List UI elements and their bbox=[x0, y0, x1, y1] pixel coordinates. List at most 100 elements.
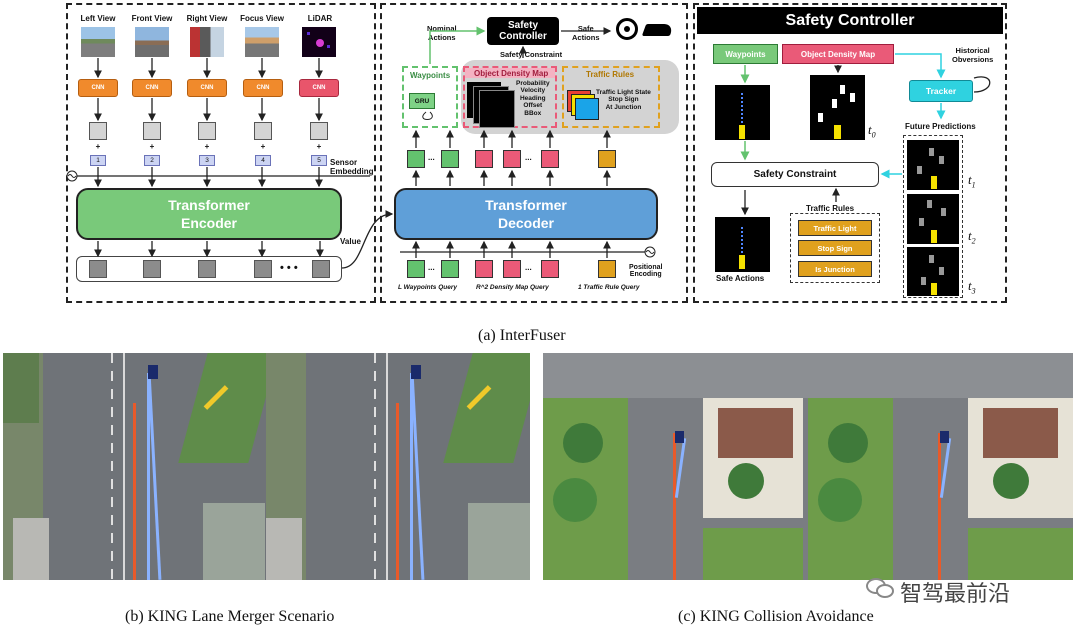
waypoint-query bbox=[407, 260, 425, 278]
safe-actions-map bbox=[715, 217, 770, 272]
feature-square bbox=[254, 122, 272, 140]
waypoint-output bbox=[441, 150, 459, 168]
wechat-icon bbox=[866, 578, 896, 600]
query-label-waypoints: L Waypoints Query bbox=[398, 284, 457, 291]
sensor-index-4: 4 bbox=[255, 155, 271, 166]
caption-c: (c) KING Collision Avoidance bbox=[678, 608, 874, 625]
plus-sign: + bbox=[204, 142, 210, 151]
prediction-map-t3 bbox=[907, 247, 959, 296]
rule-stop-sign: Stop Sign bbox=[798, 240, 872, 256]
watermark-text: 智驾最前沿 bbox=[900, 582, 1011, 607]
view-label-lidar: LiDAR bbox=[307, 14, 333, 23]
rule-traffic-light: Traffic Light bbox=[798, 220, 872, 236]
traffic-rules-title: Traffic Rules bbox=[806, 204, 855, 213]
transformer-encoder: Transformer Encoder bbox=[76, 188, 342, 240]
density-output bbox=[475, 150, 493, 168]
sensor-embedding-label: Sensor Embedding bbox=[330, 158, 374, 176]
prediction-map-t1 bbox=[907, 140, 959, 190]
transformer-decoder-title: Transformer Decoder bbox=[485, 196, 567, 231]
historical-label: Historical Obversions bbox=[952, 46, 994, 64]
future-predictions-label: Future Predictions bbox=[905, 122, 976, 131]
tracker-label: Tracker bbox=[925, 86, 957, 96]
caption-b: (b) KING Lane Merger Scenario bbox=[125, 608, 335, 625]
output-token bbox=[254, 260, 272, 278]
future-predictions-box bbox=[903, 135, 963, 298]
safety-controller-panel bbox=[693, 3, 1007, 303]
safety-constraint-box: Safety Constraint bbox=[711, 162, 879, 187]
rule-output bbox=[598, 150, 616, 168]
rule-is-junction: Is Junction bbox=[798, 261, 872, 277]
query-label-density: R^2 Density Map Query bbox=[476, 284, 549, 291]
t0-label: t0 bbox=[868, 122, 876, 140]
traffic-rules-module bbox=[562, 66, 660, 128]
feature-square bbox=[89, 122, 107, 140]
lane-merger-scene bbox=[3, 353, 530, 580]
cnn-box-2: CNN bbox=[132, 79, 172, 97]
output-token bbox=[143, 260, 161, 278]
left-view-image bbox=[81, 27, 115, 57]
query-label-rule: 1 Traffic Rule Query bbox=[578, 284, 640, 291]
positional-encoding-label: Positional Encoding bbox=[629, 264, 663, 278]
waypoints-button: Waypoints bbox=[713, 44, 778, 64]
output-token bbox=[89, 260, 107, 278]
waypoint-output bbox=[407, 150, 425, 168]
front-view-image bbox=[135, 27, 169, 57]
safety-controller-banner: Safety Controller bbox=[697, 7, 1003, 34]
density-query bbox=[475, 260, 493, 278]
cnn-box-lidar: CNN bbox=[299, 79, 339, 97]
sensor-index-3: 3 bbox=[199, 155, 215, 166]
cnn-box-3: CNN bbox=[187, 79, 227, 97]
traffic-rules-list bbox=[790, 213, 880, 283]
transformer-encoder-title: Transformer Encoder bbox=[168, 196, 250, 231]
density-query bbox=[541, 260, 559, 278]
feature-square bbox=[310, 122, 328, 140]
feature-square bbox=[143, 122, 161, 140]
waypoints-label: Waypoints bbox=[410, 71, 451, 80]
density-output bbox=[541, 150, 559, 168]
dots: ... bbox=[428, 153, 435, 162]
collision-avoidance-scene bbox=[543, 353, 1073, 580]
waypoints-module bbox=[402, 66, 458, 128]
output-token bbox=[198, 260, 216, 278]
value-label: Value bbox=[340, 237, 361, 246]
safe-actions-label: Safe Actions bbox=[716, 274, 765, 283]
waypoint-query bbox=[441, 260, 459, 278]
feature-square bbox=[198, 122, 216, 140]
safety-controller-title: Safety Controller bbox=[499, 19, 547, 43]
caption-a: (a) InterFuser bbox=[478, 327, 566, 344]
safety-constraint-label: Safety Constraint bbox=[500, 50, 563, 59]
view-label-right: Right View bbox=[186, 14, 228, 23]
density-fields: Probability Velocity Heading Offset BBox bbox=[516, 80, 550, 117]
sensor-index-5: 5 bbox=[311, 155, 327, 166]
tracker-box: Tracker bbox=[909, 80, 973, 102]
ellipsis: • • • bbox=[280, 262, 298, 274]
view-label-focus: Focus View bbox=[240, 14, 284, 23]
sensor-index-2: 2 bbox=[144, 155, 160, 166]
t1-label: t1 bbox=[968, 172, 976, 190]
density-query bbox=[503, 260, 521, 278]
waypoints-map bbox=[715, 85, 770, 140]
density-map-t0 bbox=[810, 75, 865, 140]
object-density-label: Object Density Map bbox=[474, 69, 549, 78]
density-map-button: Object Density Map bbox=[782, 44, 894, 64]
focus-view-image bbox=[245, 27, 279, 57]
steering-wheel-icon bbox=[616, 18, 638, 40]
t2-label: t2 bbox=[968, 228, 976, 246]
cnn-box-4: CNN bbox=[243, 79, 283, 97]
density-map-button-label: Object Density Map bbox=[800, 49, 876, 59]
lidar-image bbox=[302, 27, 336, 57]
dots: ... bbox=[525, 263, 532, 272]
t3-label: t3 bbox=[968, 278, 976, 296]
transformer-decoder: Transformer Decoder bbox=[394, 188, 658, 240]
rule-fields: Traffic Light State Stop Sign At Junctio… bbox=[596, 89, 651, 111]
rule-query bbox=[598, 260, 616, 278]
view-label-left: Left View bbox=[80, 14, 116, 23]
decoder-panel bbox=[380, 3, 688, 303]
safety-constraint-title: Safety Constraint bbox=[753, 169, 837, 180]
right-view-image bbox=[190, 27, 224, 57]
plus-sign: + bbox=[149, 142, 155, 151]
sensor-index-1: 1 bbox=[90, 155, 106, 166]
prediction-map-t2 bbox=[907, 194, 959, 244]
connector-arrows bbox=[66, 26, 991, 269]
plus-sign: + bbox=[95, 142, 101, 151]
